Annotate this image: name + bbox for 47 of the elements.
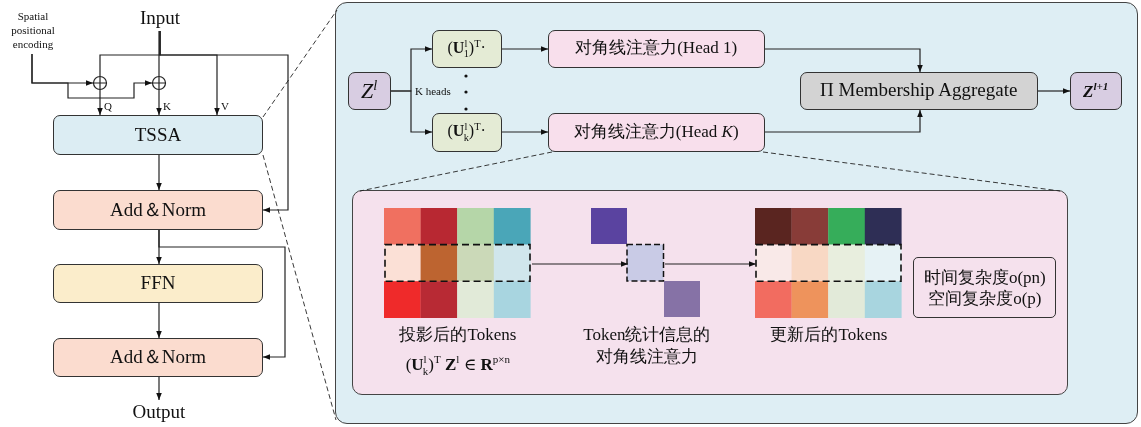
node-label: 更新后的Tokens	[770, 324, 888, 347]
attention-head-box: 对角线注意力(Head 1)	[547, 29, 765, 68]
complexity-text: 时间复杂度o(pn)	[923, 266, 1046, 288]
edge-label: V	[221, 101, 229, 112]
detail-panel	[335, 2, 1138, 424]
detail-panel	[351, 189, 1068, 395]
arrow	[156, 302, 162, 339]
projection-box: (U$^{l}$$_{1}$)$^{T}$·	[431, 29, 502, 68]
annotation: K heads	[415, 86, 451, 97]
complexity-text: 空间复杂度o(p)	[928, 287, 1042, 310]
arrow	[764, 109, 923, 133]
projection-box: (U$^{l}$$_{k}$)$^{T}$·	[431, 112, 502, 152]
arrow	[97, 89, 103, 116]
complexity-box	[913, 257, 1057, 319]
arrow	[158, 229, 286, 360]
arrow	[156, 376, 162, 401]
edge-label: Q	[104, 101, 112, 112]
process-box: Add＆Norm	[53, 190, 263, 230]
arrow	[501, 129, 549, 135]
input-note: Spatial positional encoding	[2, 6, 64, 54]
aggregate-box: Π Membership Aggregate	[799, 71, 1038, 110]
node-label: Token统计信息的对角线注意力	[582, 324, 712, 369]
tensor-box: Z$^{l}$	[347, 71, 391, 110]
arrow	[156, 89, 162, 116]
zoom-line	[262, 9, 338, 118]
arrow	[159, 30, 289, 213]
tensor-box: Z$^{l+1}$	[1069, 71, 1122, 110]
input-label: Input	[132, 5, 188, 31]
arrow	[501, 46, 549, 52]
arrow	[390, 90, 433, 135]
process-box: Add＆Norm	[53, 338, 263, 377]
attention-head-box: 对角线注意力(Head K)	[547, 112, 765, 152]
arrow	[531, 261, 629, 267]
arrow	[764, 48, 923, 73]
process-box: FFN	[53, 264, 263, 303]
arrow	[664, 261, 757, 267]
zoom-line	[359, 151, 553, 192]
output-label: Output	[124, 400, 194, 424]
arrow	[31, 53, 153, 99]
arrow	[156, 154, 162, 191]
zoom-line	[762, 151, 1061, 192]
formula: (U$^{l}$$_{k}$)$^{T}$ Z$^{l}$ ∈ R$^{p×n}$	[405, 352, 511, 378]
process-box: TSSA	[53, 115, 263, 155]
node-label: 投影后的Tokens	[399, 324, 517, 347]
arrow	[1037, 88, 1071, 94]
zoom-line	[262, 154, 337, 421]
edge-label: K	[163, 101, 171, 112]
